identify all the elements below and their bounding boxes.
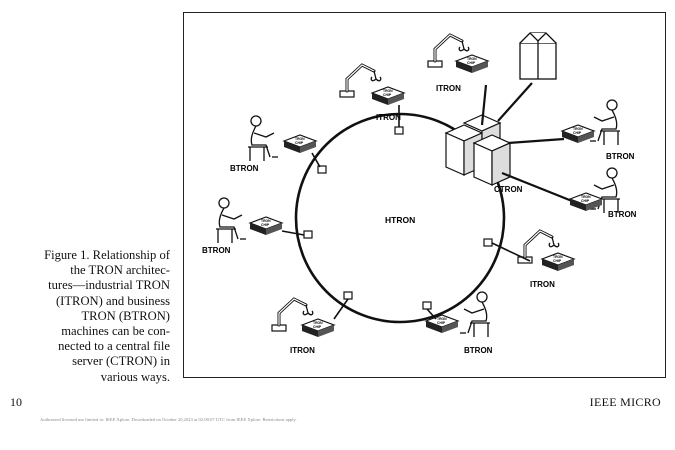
download-notice: Authorized licensed use limited to: IEEE…: [40, 417, 297, 422]
chip-label: CHIP: [437, 321, 446, 325]
chip-label: CHIP: [261, 223, 270, 227]
svg-text:ITRON: ITRON: [530, 280, 555, 289]
chip-label: TRON: [383, 89, 393, 93]
figure-caption: Figure 1. Relationship of the TRON archi…: [44, 248, 170, 384]
ctron-file-server: CTRON: [444, 114, 523, 194]
chip-label: TRON: [581, 195, 591, 199]
tron-architecture-diagram: HTRON CTRON: [202, 32, 637, 355]
ctron-links: [480, 82, 573, 203]
chip-label: CHIP: [467, 61, 476, 65]
chip-label: TRON: [313, 321, 323, 325]
chip-label: CHIP: [383, 93, 392, 97]
svg-text:BTRON: BTRON: [608, 210, 637, 219]
page-number: 10: [10, 395, 22, 409]
chip-label: CHIP: [553, 259, 562, 263]
svg-text:BTRON: BTRON: [606, 152, 635, 161]
chip-label: CHIP: [581, 199, 590, 203]
chip-label: TRON: [295, 137, 305, 141]
chip-label: TRON: [437, 317, 447, 321]
svg-text:ITRON: ITRON: [376, 113, 401, 122]
chip-label: CHIP: [573, 131, 582, 135]
journal-name: IEEE MICRO: [589, 395, 661, 409]
svg-text:ITRON: ITRON: [436, 84, 461, 93]
chip-label: TRON: [261, 219, 271, 223]
storage-unit: [519, 32, 557, 80]
chip-label: CHIP: [313, 325, 322, 329]
chip-label: CHIP: [295, 141, 304, 145]
svg-text:BTRON: BTRON: [464, 346, 493, 355]
figure-frame: HTRON CTRON: [183, 12, 666, 378]
ctron-label: CTRON: [494, 185, 523, 194]
htron-label: HTRON: [385, 215, 415, 225]
svg-text:BTRON: BTRON: [202, 246, 231, 255]
htron-ring: [294, 112, 506, 324]
chip-label: TRON: [573, 127, 583, 131]
chip-label: TRON: [553, 255, 563, 259]
svg-text:BTRON: BTRON: [230, 164, 259, 173]
svg-text:ITRON: ITRON: [290, 346, 315, 355]
chip-label: TRON: [467, 57, 477, 61]
